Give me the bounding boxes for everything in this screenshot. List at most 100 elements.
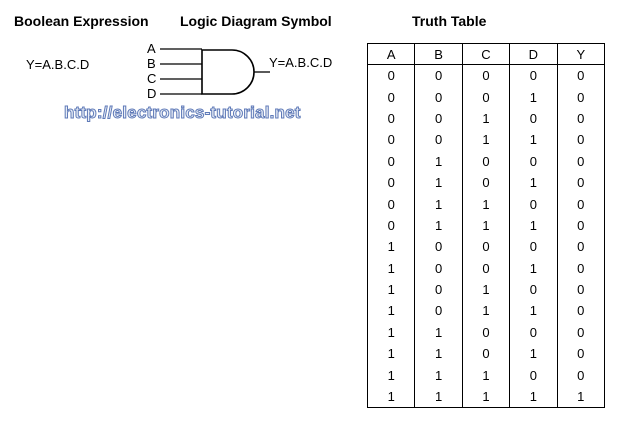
cell-a: 0 xyxy=(366,86,416,108)
cell-y: 1 xyxy=(556,385,606,408)
cell-b: 0 xyxy=(414,107,463,130)
cell-c: 0 xyxy=(461,257,511,279)
cell-d: 0 xyxy=(509,107,558,130)
gate-output-label: Y=A.B.C.D xyxy=(269,55,333,70)
column-header-d: D xyxy=(509,43,558,65)
cell-y: 0 xyxy=(556,171,606,194)
cell-a: 0 xyxy=(366,107,416,130)
and-gate-body xyxy=(201,49,255,95)
cell-b: 1 xyxy=(414,385,463,408)
cell-y: 0 xyxy=(556,321,606,344)
cell-a: 0 xyxy=(366,214,416,237)
cell-b: 1 xyxy=(414,343,463,365)
cell-c: 0 xyxy=(461,150,511,172)
cell-y: 0 xyxy=(556,236,606,258)
cell-y: 0 xyxy=(556,300,606,322)
cell-d: 0 xyxy=(509,150,558,172)
cell-a: 1 xyxy=(366,236,416,258)
input-label-c: C xyxy=(147,71,157,86)
cell-c: 0 xyxy=(461,64,511,87)
cell-y: 0 xyxy=(556,193,606,215)
cell-a: 1 xyxy=(366,321,416,344)
cell-d: 1 xyxy=(509,171,558,194)
watermark: http://electronics-tutorial.net xyxy=(64,103,301,123)
column-header-b: B xyxy=(414,43,463,65)
cell-c: 1 xyxy=(461,385,511,408)
cell-b: 0 xyxy=(414,278,463,301)
cell-a: 0 xyxy=(366,150,416,172)
cell-b: 1 xyxy=(414,193,463,215)
cell-a: 1 xyxy=(366,300,416,322)
cell-y: 0 xyxy=(556,343,606,365)
cell-a: 1 xyxy=(366,278,416,301)
cell-b: 1 xyxy=(414,364,463,386)
cell-b: 0 xyxy=(414,300,463,322)
cell-d: 1 xyxy=(509,385,558,408)
cell-c: 0 xyxy=(461,321,511,344)
cell-d: 1 xyxy=(509,343,558,365)
cell-d: 0 xyxy=(509,236,558,258)
cell-a: 0 xyxy=(366,64,416,87)
cell-d: 0 xyxy=(509,364,558,386)
cell-a: 0 xyxy=(366,193,416,215)
cell-c: 0 xyxy=(461,86,511,108)
cell-d: 1 xyxy=(509,257,558,279)
input-label-a: A xyxy=(147,41,156,56)
column-header-c: C xyxy=(461,43,511,65)
cell-b: 1 xyxy=(414,171,463,194)
cell-y: 0 xyxy=(556,214,606,237)
cell-c: 1 xyxy=(461,129,511,151)
cell-c: 1 xyxy=(461,300,511,322)
cell-c: 1 xyxy=(461,107,511,130)
input-label-b: B xyxy=(147,56,156,71)
cell-y: 0 xyxy=(556,364,606,386)
column-header-y: Y xyxy=(556,43,606,65)
cell-b: 0 xyxy=(414,129,463,151)
cell-a: 1 xyxy=(366,257,416,279)
cell-a: 1 xyxy=(366,364,416,386)
cell-d: 0 xyxy=(509,64,558,87)
cell-b: 0 xyxy=(414,64,463,87)
cell-d: 1 xyxy=(509,129,558,151)
and-gate-symbol xyxy=(160,48,270,95)
cell-b: 0 xyxy=(414,86,463,108)
boolean-expression-heading: Boolean Expression xyxy=(14,13,149,29)
cell-c: 1 xyxy=(461,278,511,301)
cell-y: 0 xyxy=(556,278,606,301)
cell-c: 0 xyxy=(461,171,511,194)
cell-c: 1 xyxy=(461,214,511,237)
input-label-d: D xyxy=(147,86,157,101)
cell-d: 0 xyxy=(509,193,558,215)
cell-y: 0 xyxy=(556,257,606,279)
cell-y: 0 xyxy=(556,150,606,172)
logic-diagram-symbol-heading: Logic Diagram Symbol xyxy=(180,13,332,29)
cell-c: 1 xyxy=(461,364,511,386)
cell-c: 0 xyxy=(461,236,511,258)
cell-c: 0 xyxy=(461,343,511,365)
cell-d: 1 xyxy=(509,300,558,322)
cell-d: 1 xyxy=(509,214,558,237)
cell-d: 0 xyxy=(509,278,558,301)
cell-y: 0 xyxy=(556,129,606,151)
cell-b: 1 xyxy=(414,321,463,344)
cell-y: 0 xyxy=(556,107,606,130)
cell-b: 1 xyxy=(414,150,463,172)
cell-b: 1 xyxy=(414,214,463,237)
truth-table-header-row: A B C D Y xyxy=(366,43,606,65)
cell-d: 1 xyxy=(509,86,558,108)
cell-y: 0 xyxy=(556,64,606,87)
